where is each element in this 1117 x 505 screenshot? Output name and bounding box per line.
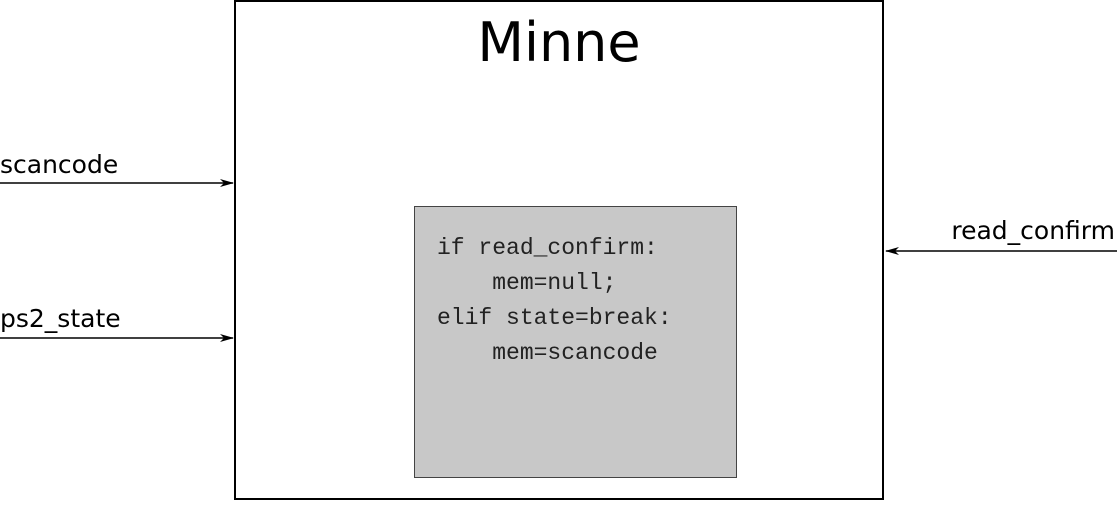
logic-box: if read_confirm: mem=null; elif state=br… xyxy=(414,206,737,478)
block-title: Minne xyxy=(477,11,641,74)
port-label-ps2-state: ps2_state xyxy=(0,304,121,333)
code-line-3: elif state=break: xyxy=(437,305,672,331)
code-line-2: mem=null; xyxy=(437,270,617,296)
port-label-scancode: scancode xyxy=(0,150,119,179)
port-label-read-confirm: read_confirm xyxy=(951,216,1115,245)
code-line-1: if read_confirm: xyxy=(437,235,658,261)
code-line-4: mem=scancode xyxy=(437,340,658,366)
